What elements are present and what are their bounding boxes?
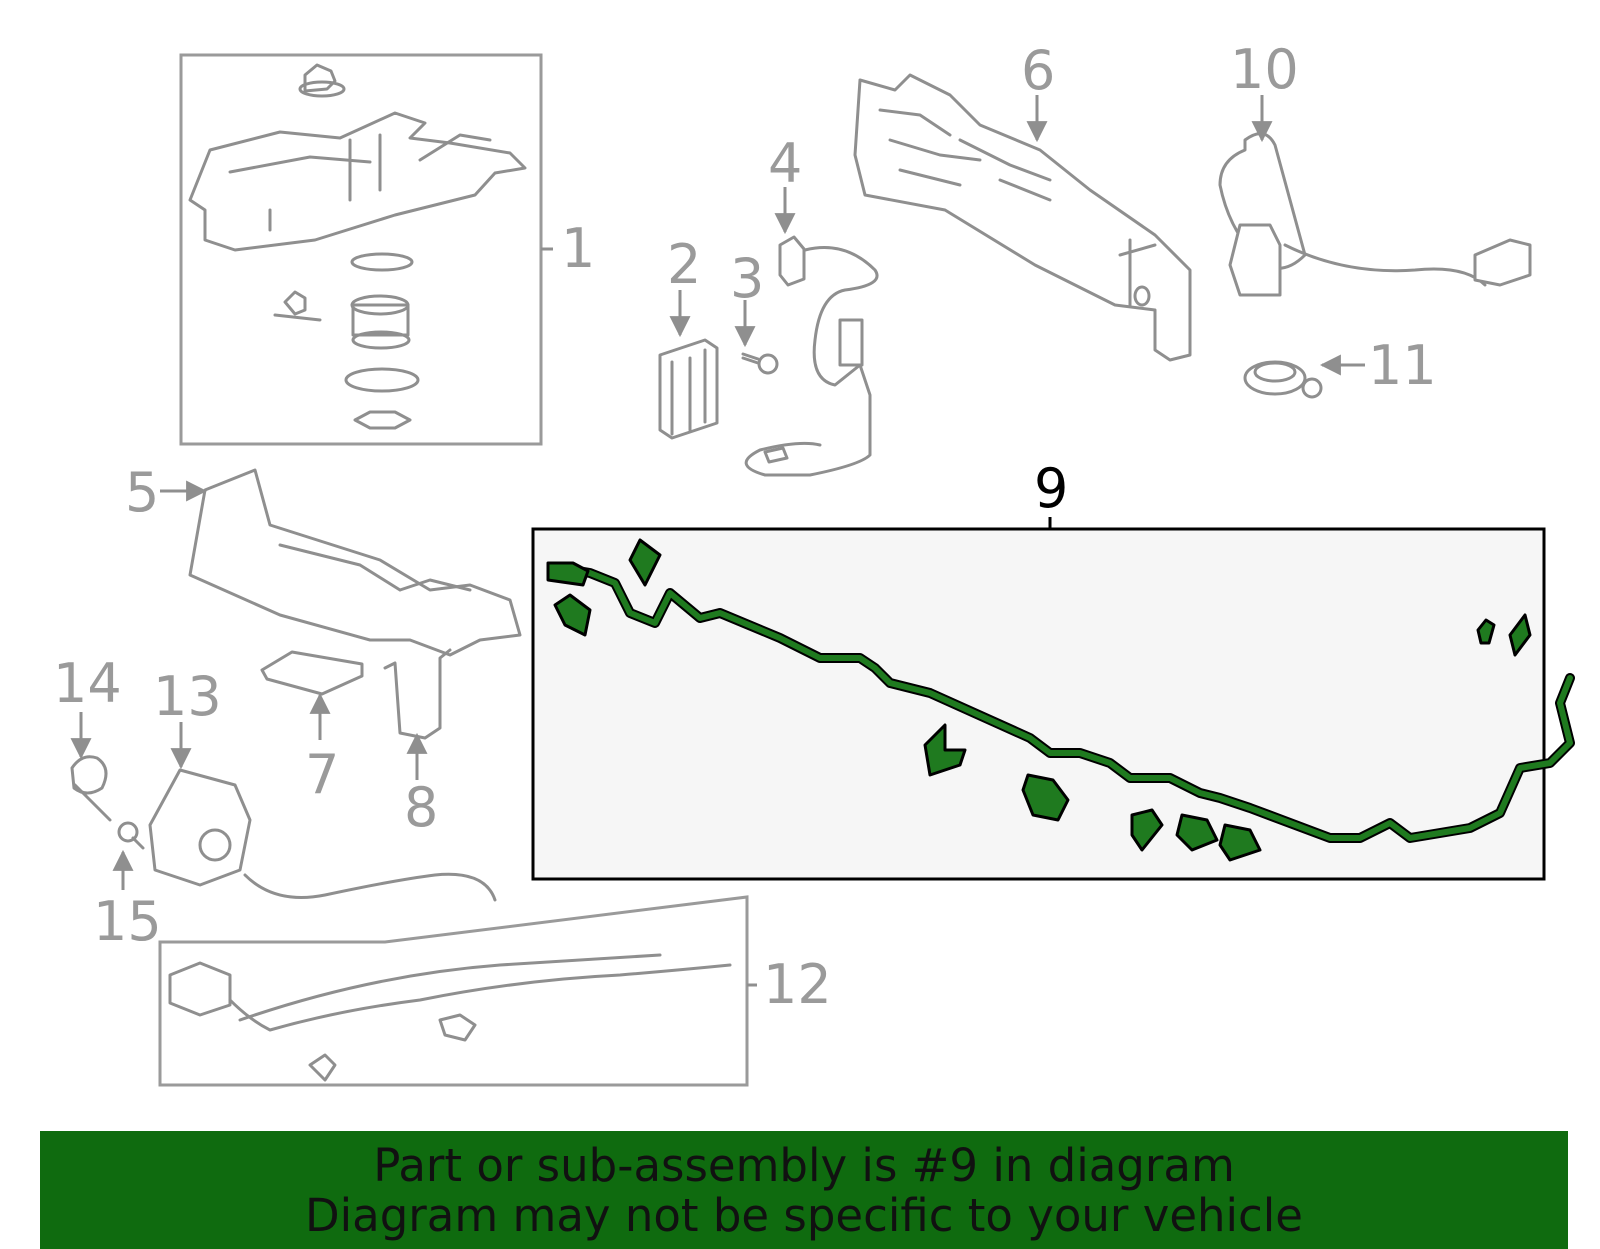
part-3-bolt[interactable] — [741, 352, 779, 375]
part-8-strap[interactable] — [383, 648, 452, 740]
callout-11: 11 — [1368, 334, 1437, 397]
callout-12: 12 — [763, 953, 832, 1016]
part-6-shield[interactable] — [853, 73, 1192, 362]
callout-4: 4 — [768, 132, 802, 195]
part-9-connector-right — [1476, 618, 1496, 645]
part-13-port[interactable] — [148, 768, 497, 902]
callout-10: 10 — [1230, 38, 1299, 101]
part-9-bracket — [923, 723, 967, 777]
callout-2: 2 — [667, 233, 701, 296]
part-14-cap[interactable] — [70, 755, 112, 822]
callout-7: 7 — [305, 743, 339, 806]
callout-6: 6 — [1021, 39, 1055, 102]
part-9-clip-d — [1130, 808, 1164, 852]
callout-15: 15 — [93, 890, 162, 953]
callout-13: 13 — [153, 665, 222, 728]
callout-8: 8 — [404, 776, 438, 839]
part-9-clip-b — [628, 538, 662, 587]
part-12-box — [158, 895, 749, 1087]
part-12-assembly[interactable] — [158, 895, 757, 1087]
part-9-assembly[interactable] — [531, 527, 1575, 881]
part-2-module[interactable] — [658, 338, 719, 440]
notice-line-1: Part or sub-assembly is #9 in diagram — [373, 1139, 1235, 1192]
part-15-screw[interactable] — [117, 821, 145, 850]
part-10-sensor[interactable] — [1218, 132, 1532, 297]
callout-1: 1 — [561, 217, 595, 280]
part-4-harness[interactable] — [744, 235, 879, 477]
part-11-clamp[interactable] — [1243, 360, 1323, 399]
part-9-clip-g — [1508, 613, 1532, 657]
part-9-clip-f — [1218, 823, 1262, 862]
part-9-clip-c — [1021, 773, 1070, 822]
part-9-clip-e — [1175, 813, 1219, 852]
part-9-clip-a — [553, 593, 592, 637]
part-1-assembly[interactable] — [179, 53, 553, 446]
callout-5: 5 — [125, 461, 159, 524]
callout-9: 9 — [1034, 457, 1068, 520]
part-7-bracket[interactable] — [260, 650, 364, 696]
part-9-connector-left — [546, 561, 590, 587]
notice-line-2: Diagram may not be specific to your vehi… — [305, 1189, 1303, 1242]
notice-banner: Part or sub-assembly is #9 in diagram Di… — [40, 1131, 1568, 1249]
callout-14: 14 — [53, 652, 122, 715]
part-5-plate[interactable] — [188, 468, 522, 657]
callout-3: 3 — [730, 247, 764, 310]
part-9-harness-wire — [555, 563, 1575, 843]
part-9-box — [531, 527, 1546, 881]
